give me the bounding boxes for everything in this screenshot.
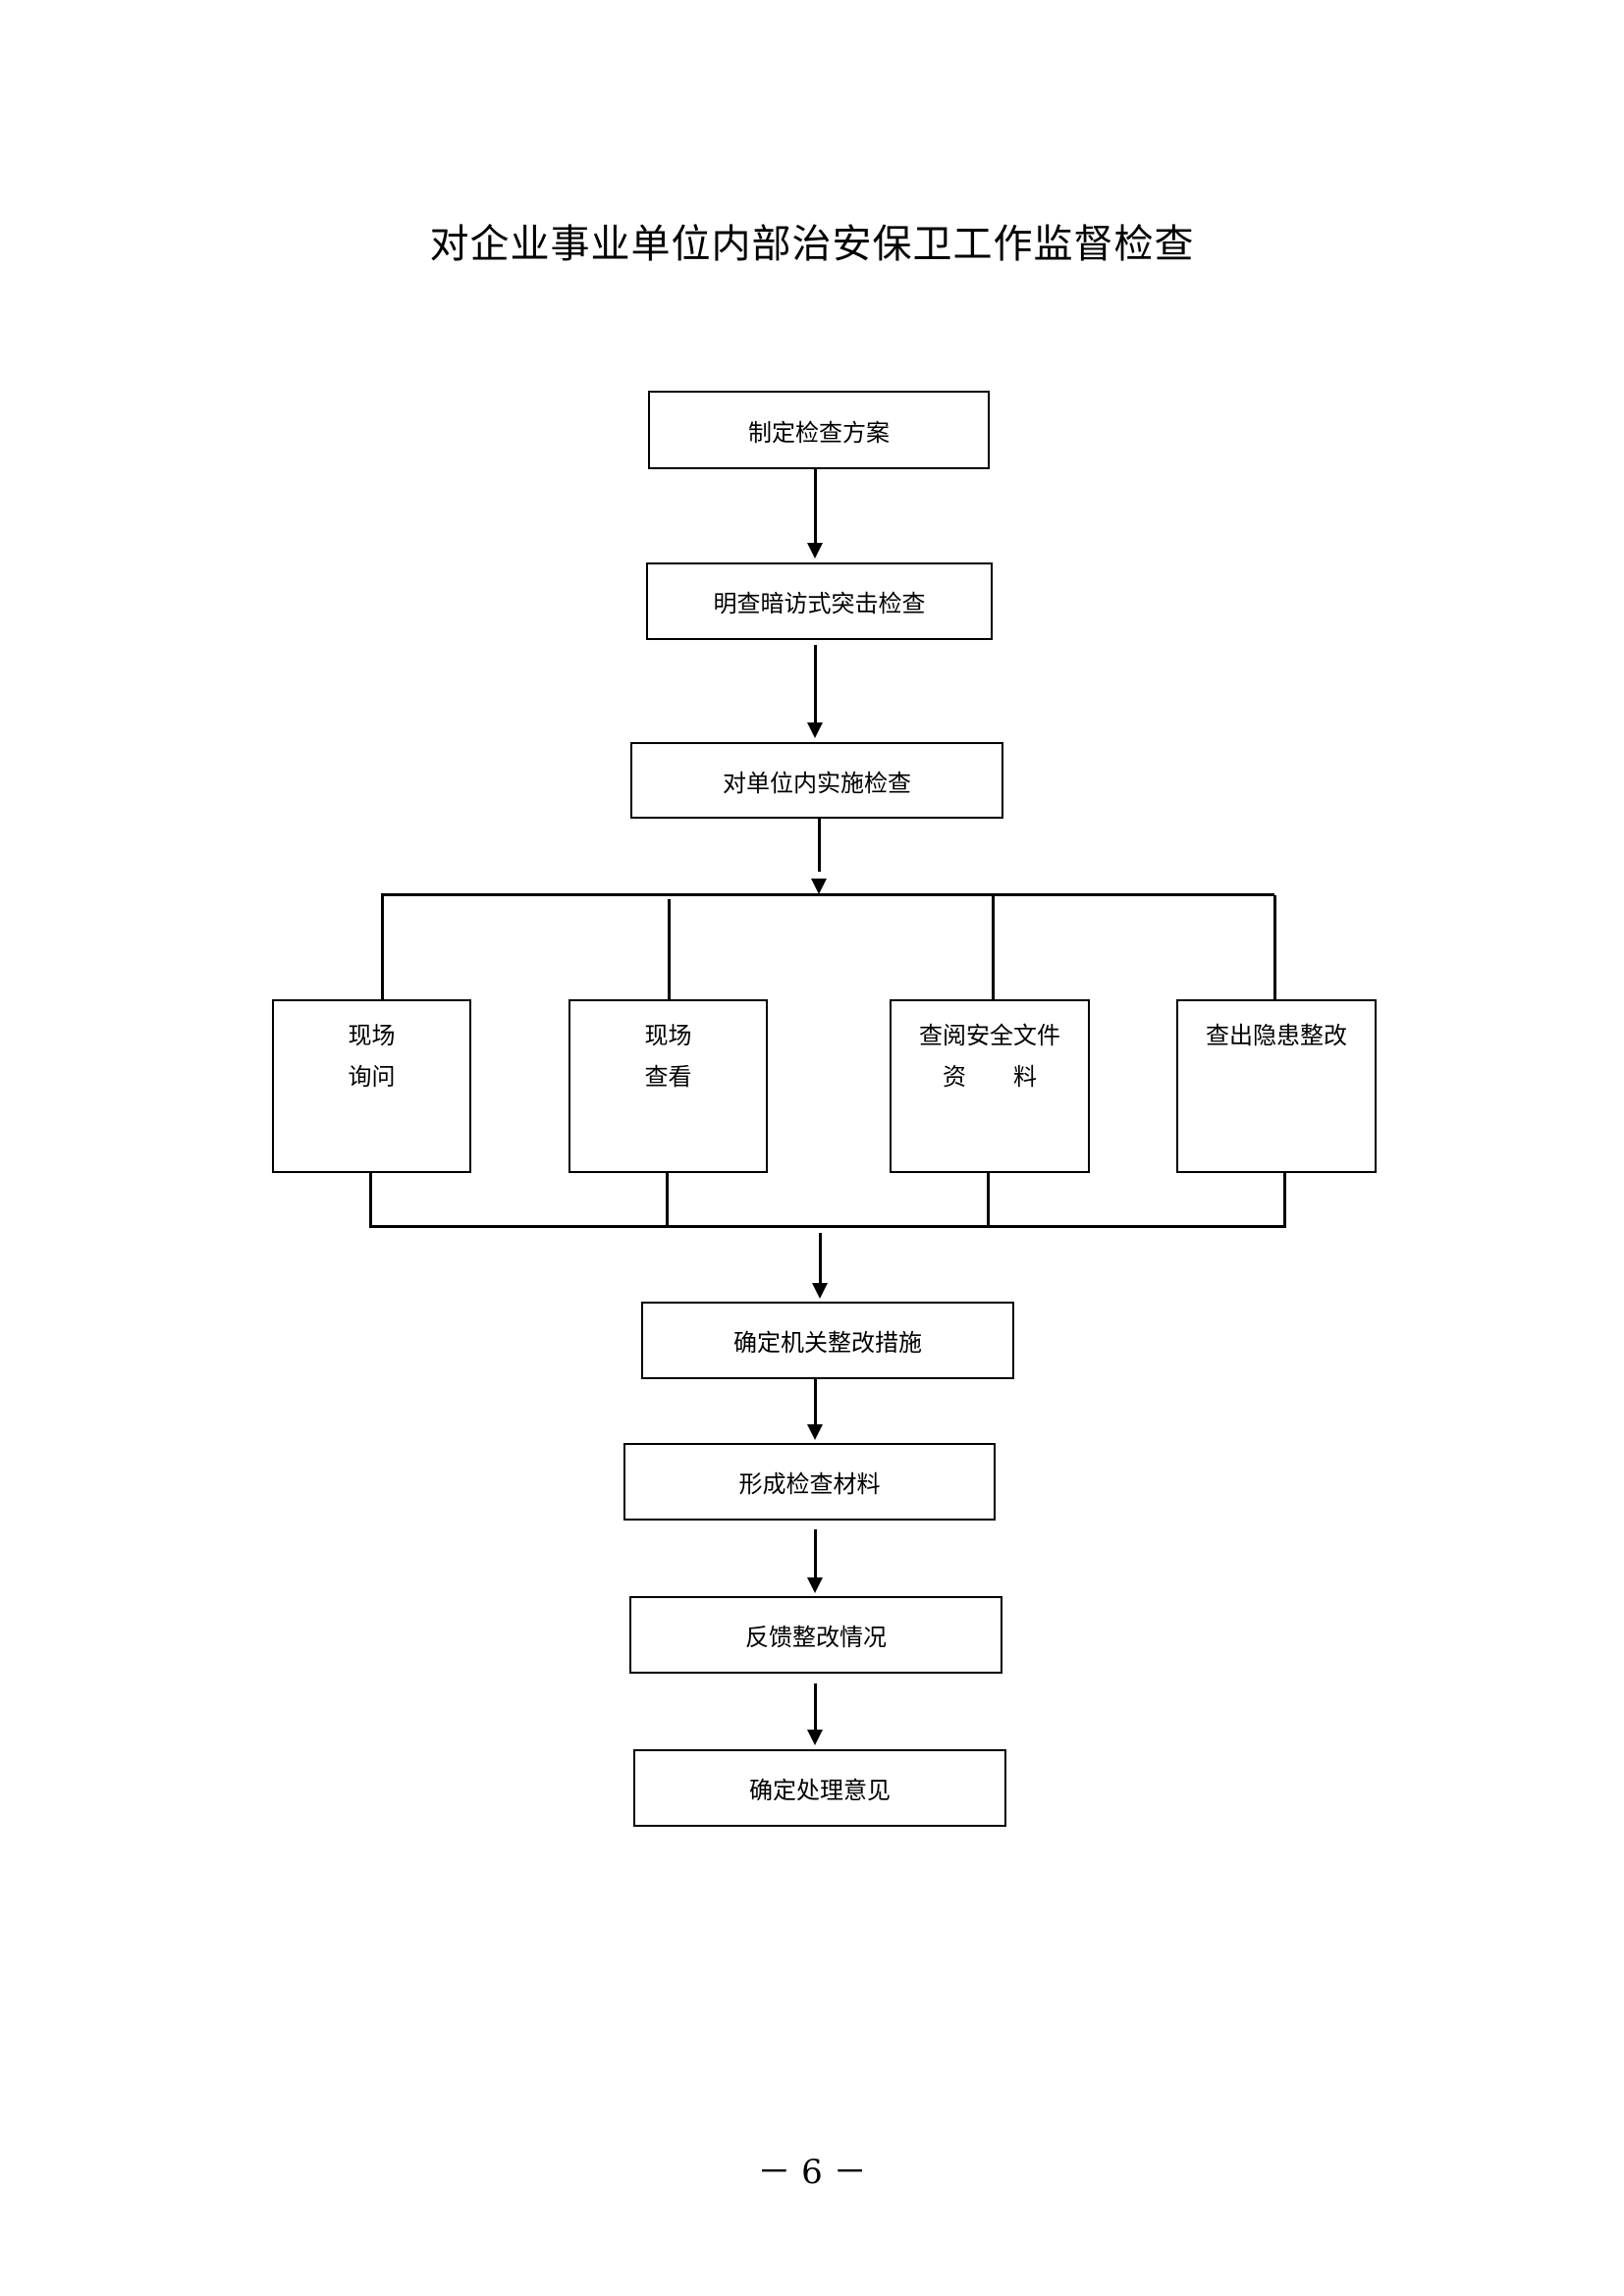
step-plan-label: 制定检查方案 xyxy=(748,418,890,447)
branch-view-box: 现场 查看 xyxy=(568,999,768,1173)
step-measures-label: 确定机关整改措施 xyxy=(733,1329,922,1357)
connector-line xyxy=(814,1379,817,1425)
step-measures-box: 确定机关整改措施 xyxy=(641,1302,1014,1379)
step-surprise-box: 明查暗访式突击检查 xyxy=(646,562,993,640)
connector-line xyxy=(814,1683,817,1731)
arrow-head xyxy=(807,722,823,738)
step-opinion-label: 确定处理意见 xyxy=(749,1777,891,1804)
branch-view-line1: 现场 xyxy=(644,1022,692,1049)
connector-line xyxy=(814,469,817,544)
page-title: 对企业事业单位内部治安保卫工作监督检查 xyxy=(429,222,1195,267)
branch-hazards-box: 查出隐患整改 xyxy=(1176,999,1377,1173)
arrow-head xyxy=(811,879,827,894)
merge-bar xyxy=(369,1225,1286,1228)
step-feedback-box: 反馈整改情况 xyxy=(629,1596,1002,1674)
merge-line xyxy=(369,1173,372,1227)
merge-line xyxy=(987,1173,990,1227)
arrow-head xyxy=(807,1424,823,1440)
arrow-head xyxy=(812,1283,828,1299)
merge-line xyxy=(1283,1173,1286,1227)
split-bar xyxy=(383,893,1274,896)
step-surprise-label: 明查暗访式突击检查 xyxy=(713,590,926,617)
branch-docs-line2: 资 料 xyxy=(943,1063,1037,1091)
branch-docs-line1: 查阅安全文件 xyxy=(919,1022,1060,1049)
step-plan-box: 制定检查方案 xyxy=(648,391,990,469)
branch-line xyxy=(992,895,995,999)
step-materials-box: 形成检查材料 xyxy=(623,1443,996,1521)
merge-line xyxy=(666,1173,669,1227)
branch-line xyxy=(668,899,671,999)
branch-inquiry-line2: 询问 xyxy=(348,1063,396,1091)
branch-view-line2: 查看 xyxy=(644,1063,692,1091)
step-materials-label: 形成检查材料 xyxy=(738,1470,881,1498)
branch-inquiry-box: 现场 询问 xyxy=(272,999,471,1173)
connector-line xyxy=(814,645,817,723)
branch-hazards-line1: 查出隐患整改 xyxy=(1206,1022,1347,1049)
step-opinion-box: 确定处理意见 xyxy=(633,1749,1006,1827)
branch-inquiry-line1: 现场 xyxy=(348,1022,396,1049)
arrow-head xyxy=(807,543,823,559)
branch-line xyxy=(1273,895,1276,999)
step-inspect-box: 对单位内实施检查 xyxy=(630,742,1003,819)
branch-line xyxy=(381,893,384,999)
step-inspect-label: 对单位内实施检查 xyxy=(723,769,911,797)
branch-docs-box: 查阅安全文件 资 料 xyxy=(890,999,1090,1173)
step-feedback-label: 反馈整改情况 xyxy=(745,1624,887,1651)
arrow-head xyxy=(807,1730,823,1745)
connector-line xyxy=(814,1529,817,1578)
connector-line xyxy=(818,819,821,872)
page-number: － 6 － xyxy=(757,2153,867,2192)
connector-line xyxy=(819,1233,822,1284)
arrow-head xyxy=(807,1577,823,1593)
